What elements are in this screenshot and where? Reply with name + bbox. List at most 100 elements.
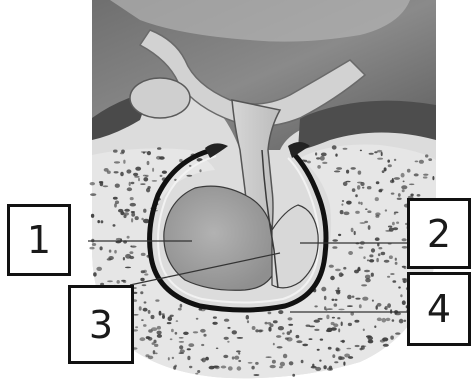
- bone-speckle: [355, 298, 360, 300]
- bone-speckle: [155, 353, 158, 355]
- bone-speckle: [133, 173, 138, 176]
- bone-speckle: [265, 322, 268, 325]
- bone-speckle: [114, 250, 117, 254]
- bone-speckle: [273, 320, 278, 323]
- bone-speckle: [236, 350, 241, 352]
- bone-speckle: [371, 248, 375, 252]
- bone-speckle: [175, 332, 178, 335]
- bone-speckle: [159, 311, 162, 316]
- label-box-2: 2: [407, 198, 471, 269]
- bone-speckle: [332, 239, 338, 242]
- bone-speckle: [253, 374, 259, 376]
- bone-speckle: [135, 326, 138, 328]
- bone-speckle: [266, 356, 272, 358]
- bone-speckle: [341, 204, 343, 206]
- bone-speckle: [367, 259, 369, 261]
- bone-speckle: [342, 200, 344, 202]
- bone-speckle: [120, 152, 124, 154]
- bone-speckle: [324, 306, 326, 310]
- bone-speckle: [195, 373, 198, 375]
- bone-speckle: [388, 226, 392, 228]
- bone-speckle: [394, 213, 396, 215]
- bone-speckle: [232, 330, 237, 334]
- bone-speckle: [306, 325, 311, 327]
- bone-speckle: [188, 343, 194, 347]
- bone-speckle: [369, 259, 374, 262]
- bone-speckle: [395, 332, 400, 334]
- bone-speckle: [101, 220, 104, 223]
- bone-speckle: [361, 284, 367, 286]
- bone-speckle: [216, 348, 219, 350]
- bone-speckle: [238, 360, 241, 362]
- bone-speckle: [375, 197, 379, 201]
- label-box-1: 1: [7, 204, 71, 276]
- bone-speckle: [141, 253, 146, 256]
- bone-speckle: [144, 273, 148, 275]
- bone-speckle: [327, 367, 333, 371]
- bone-speckle: [381, 252, 386, 255]
- bone-speckle: [224, 337, 229, 340]
- bone-speckle: [407, 169, 411, 173]
- bone-speckle: [398, 286, 401, 288]
- bone-speckle: [157, 331, 162, 335]
- bone-speckle: [139, 306, 142, 310]
- bone-speckle: [152, 168, 154, 172]
- bone-speckle: [187, 356, 190, 360]
- bone-speckle: [141, 319, 144, 321]
- bone-speckle: [125, 267, 131, 269]
- bone-speckle: [329, 265, 334, 268]
- bone-speckle: [368, 225, 371, 230]
- bone-speckle: [92, 243, 96, 246]
- bone-speckle: [200, 329, 206, 333]
- bone-speckle: [113, 224, 116, 227]
- bone-speckle: [129, 256, 134, 259]
- bone-speckle: [339, 272, 343, 277]
- bone-speckle: [276, 335, 281, 338]
- bone-speckle: [338, 234, 341, 236]
- chiasm-bulb: [130, 78, 190, 118]
- bone-speckle: [124, 212, 129, 215]
- bone-speckle: [343, 267, 346, 270]
- bone-speckle: [384, 167, 387, 171]
- bone-speckle: [311, 366, 317, 369]
- bone-speckle: [392, 319, 395, 322]
- bone-speckle: [318, 318, 323, 320]
- bone-speckle: [287, 331, 291, 335]
- bone-speckle: [115, 184, 120, 188]
- bone-speckle: [172, 357, 174, 359]
- bone-speckle: [334, 303, 338, 306]
- bone-speckle: [90, 193, 96, 196]
- bone-speckle: [409, 184, 414, 186]
- bone-speckle: [213, 322, 215, 324]
- bone-speckle: [123, 160, 125, 164]
- bone-speckle: [335, 154, 337, 157]
- bone-speckle: [363, 329, 365, 332]
- bone-speckle: [109, 250, 112, 253]
- bone-speckle: [170, 338, 173, 340]
- bone-speckle: [390, 336, 394, 340]
- bone-speckle: [171, 329, 174, 333]
- bone-speckle: [143, 270, 147, 273]
- bone-speckle: [89, 247, 94, 250]
- bone-speckle: [414, 173, 419, 176]
- bone-speckle: [389, 255, 393, 259]
- bone-speckle: [428, 158, 432, 161]
- bone-speckle: [259, 330, 263, 332]
- bone-speckle: [321, 153, 327, 157]
- bone-speckle: [343, 182, 348, 186]
- bone-speckle: [423, 176, 428, 178]
- bone-speckle: [394, 177, 400, 180]
- bone-speckle: [388, 164, 392, 167]
- bone-speckle: [369, 254, 373, 257]
- label-box-3: 3: [68, 285, 134, 364]
- bone-speckle: [371, 273, 374, 277]
- bone-speckle: [346, 348, 351, 350]
- bone-speckle: [344, 354, 350, 358]
- bone-speckle: [384, 260, 390, 263]
- bone-speckle: [100, 246, 103, 250]
- bone-speckle: [320, 339, 323, 341]
- bone-speckle: [121, 280, 125, 282]
- bone-speckle: [223, 355, 228, 358]
- bone-speckle: [130, 245, 132, 247]
- bone-speckle: [314, 329, 319, 331]
